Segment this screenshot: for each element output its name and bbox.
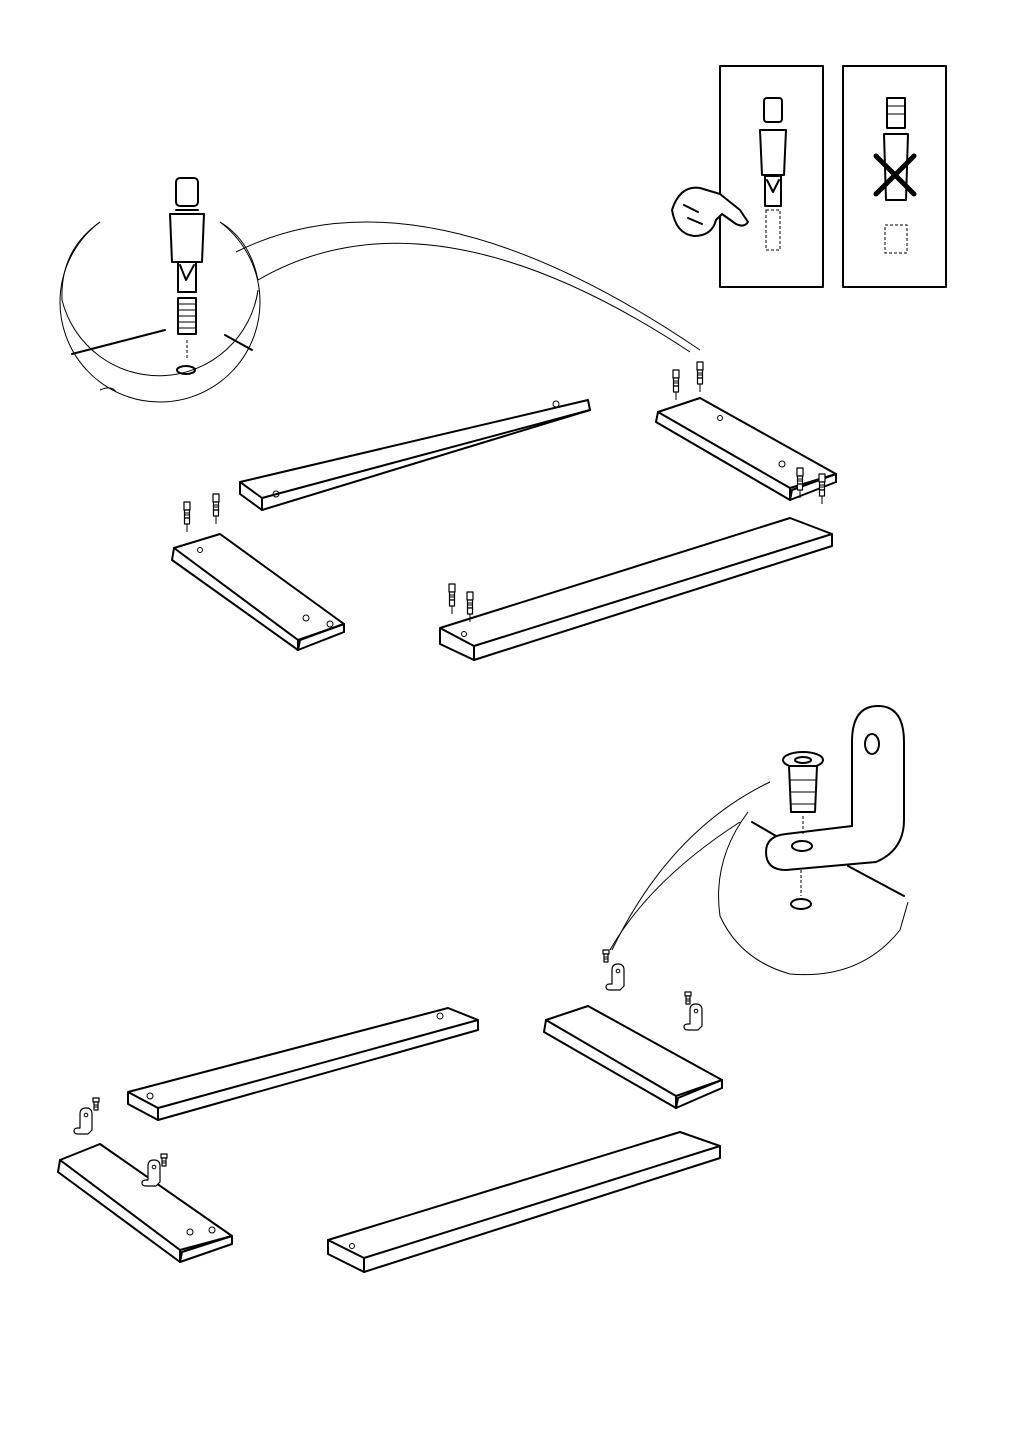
step-8-board-right — [655, 361, 837, 505]
step-9-board-left — [57, 1097, 233, 1263]
step-8-dowel-large — [169, 177, 205, 360]
step-8-detail-circle — [59, 221, 701, 403]
step-9-board-front — [327, 1131, 721, 1273]
hand-pressing-icon — [671, 186, 749, 237]
step-9-bracket-large — [765, 705, 905, 871]
step-9-detail-circle — [609, 781, 909, 976]
correct-usage-box — [719, 65, 824, 288]
step-8-board-top — [239, 399, 591, 511]
step-9-board-top — [127, 1007, 479, 1121]
cross-mark-icon — [873, 153, 917, 197]
step-9-board-right — [543, 949, 723, 1109]
step-8-board-front — [439, 517, 833, 661]
step-9-screw-large — [782, 751, 824, 836]
step-8-board-left — [171, 493, 345, 651]
